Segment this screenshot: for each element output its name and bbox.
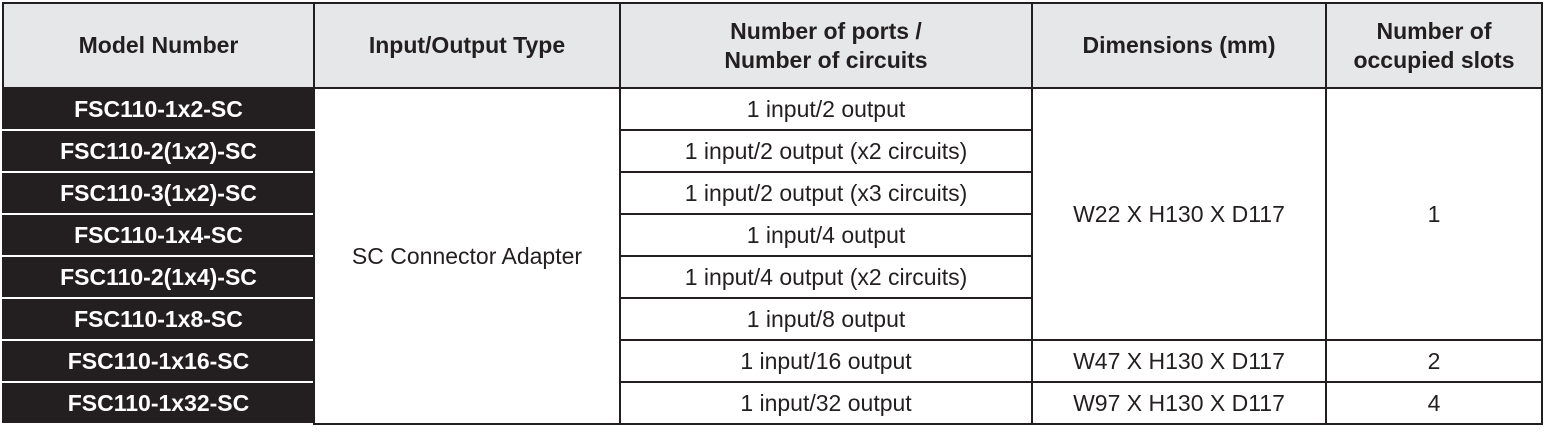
- model-number-cell: FSC110-1x2-SC: [2, 87, 315, 131]
- ports-cell: 1 input/32 output: [619, 381, 1033, 425]
- model-number-cell: FSC110-1x32-SC: [2, 381, 315, 425]
- table-row: FSC110-3(1x2)-SC 1 input/2 output (x3 ci…: [2, 171, 1542, 215]
- table-row: FSC110-1x4-SC 1 input/4 output: [2, 213, 1542, 257]
- ports-cell: 1 input/2 output (x3 circuits): [619, 171, 1033, 215]
- header-slots-line2: occupied slots: [1353, 46, 1515, 73]
- slots-cell: 1: [1325, 87, 1543, 341]
- slots-cell: 2: [1325, 339, 1543, 383]
- model-number-cell: FSC110-2(1x2)-SC: [2, 129, 315, 173]
- model-number-cell: FSC110-1x8-SC: [2, 297, 315, 341]
- ports-cell: 1 input/2 output: [619, 87, 1033, 131]
- model-number-cell: FSC110-2(1x4)-SC: [2, 255, 315, 299]
- io-type-cell: SC Connector Adapter: [313, 87, 621, 425]
- header-ports-circuits: Number of ports / Number of circuits: [619, 2, 1033, 89]
- header-ports-line2: Number of circuits: [724, 46, 928, 73]
- ports-cell: 1 input/16 output: [619, 339, 1033, 383]
- ports-cell: 1 input/4 output (x2 circuits): [619, 255, 1033, 299]
- ports-cell: 1 input/2 output (x2 circuits): [619, 129, 1033, 173]
- dimensions-cell: W97 X H130 X D117: [1031, 381, 1327, 425]
- spec-table: Model Number Input/Output Type Number of…: [2, 2, 1543, 425]
- ports-cell: 1 input/8 output: [619, 297, 1033, 341]
- header-slots-line1: Number of: [1376, 17, 1492, 44]
- header-io-type: Input/Output Type: [313, 2, 621, 89]
- table-row: FSC110-2(1x2)-SC 1 input/2 output (x2 ci…: [2, 129, 1542, 173]
- model-number-cell: FSC110-3(1x2)-SC: [2, 171, 315, 215]
- model-number-cell: FSC110-1x16-SC: [2, 339, 315, 383]
- model-number-cell: FSC110-1x4-SC: [2, 213, 315, 257]
- header-ports-line1: Number of ports /: [730, 17, 922, 44]
- table-row: FSC110-2(1x4)-SC 1 input/4 output (x2 ci…: [2, 255, 1542, 299]
- header-model-number: Model Number: [2, 2, 315, 89]
- header-dimensions: Dimensions (mm): [1031, 2, 1327, 89]
- header-occupied-slots: Number of occupied slots: [1325, 2, 1543, 89]
- slots-cell: 4: [1325, 381, 1543, 425]
- table-row: FSC110-1x8-SC 1 input/8 output: [2, 297, 1542, 341]
- dimensions-cell: W22 X H130 X D117: [1031, 87, 1327, 341]
- table-row: FSC110-1x16-SC 1 input/16 output W47 X H…: [2, 339, 1543, 383]
- dimensions-cell: W47 X H130 X D117: [1031, 339, 1327, 383]
- table-row: FSC110-1x2-SC SC Connector Adapter 1 inp…: [2, 87, 1543, 425]
- table-row: FSC110-1x32-SC 1 input/32 output W97 X H…: [2, 381, 1543, 425]
- header-row: Model Number Input/Output Type Number of…: [2, 2, 1543, 89]
- ports-cell: 1 input/4 output: [619, 213, 1033, 257]
